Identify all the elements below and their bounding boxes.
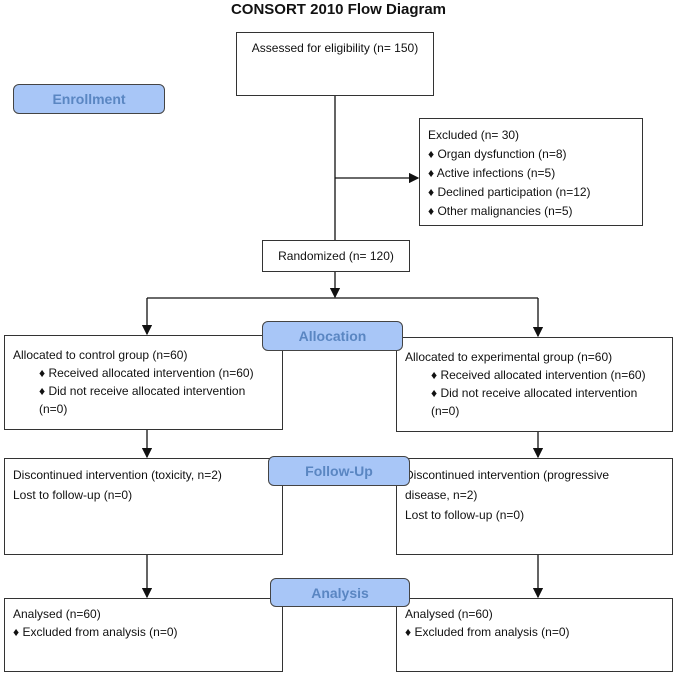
control-followup-box: Discontinued intervention (toxicity, n=2… [4,458,283,555]
stage-followup: Follow-Up [268,456,410,486]
control-allocation-item: ♦ Did not receive allocated intervention [39,384,246,398]
control-allocation-tail: (n=0) [39,402,68,416]
excluded-box: Excluded (n= 30) ♦ Organ dysfunction (n=… [419,118,643,226]
experimental-allocation-box: Allocated to experimental group (n=60) ♦… [396,337,673,432]
experimental-analysis-line: ♦ Excluded from analysis (n=0) [405,625,570,639]
control-followup-line: Discontinued intervention (toxicity, n=2… [13,468,222,482]
experimental-allocation-item: ♦ Received allocated intervention (n=60) [431,368,646,382]
control-allocation-item: ♦ Received allocated intervention (n=60) [39,366,254,380]
experimental-followup-line: Lost to follow-up (n=0) [405,508,525,522]
control-analysis-box: Analysed (n=60) ♦ Excluded from analysis… [4,598,283,672]
stage-allocation: Allocation [262,321,403,351]
assessed-text: Assessed for eligibility (n= 150) [251,41,419,55]
excluded-heading: Excluded (n= 30) [428,128,520,142]
experimental-followup-box: Discontinued intervention (progressive d… [396,458,673,555]
experimental-allocation-heading: Allocated to experimental group (n=60) [405,350,613,364]
control-allocation-box: Allocated to control group (n=60) ♦ Rece… [4,335,283,430]
control-analysis-line: ♦ Excluded from analysis (n=0) [13,625,178,639]
experimental-allocation-tail: (n=0) [431,404,460,418]
excluded-item: ♦ Other malignancies (n=5) [428,204,573,218]
control-analysis-line: Analysed (n=60) [13,607,101,621]
experimental-allocation-item: ♦ Did not receive allocated intervention [431,386,638,400]
excluded-item: ♦ Declined participation (n=12) [428,185,591,199]
control-allocation-heading: Allocated to control group (n=60) [13,348,188,362]
excluded-item: ♦ Active infections (n=5) [428,166,556,180]
control-followup-line: Lost to follow-up (n=0) [13,488,133,502]
randomized-text: Randomized (n= 120) [278,249,394,263]
experimental-analysis-line: Analysed (n=60) [405,607,493,621]
experimental-followup-line: Discontinued intervention (progressive d… [405,468,610,502]
excluded-item: ♦ Organ dysfunction (n=8) [428,147,567,161]
randomized-box: Randomized (n= 120) [262,240,410,272]
diagram-title: CONSORT 2010 Flow Diagram [230,1,447,18]
experimental-analysis-box: Analysed (n=60) ♦ Excluded from analysis… [396,598,673,672]
stage-analysis: Analysis [270,578,410,607]
stage-enrollment: Enrollment [13,84,165,114]
assessed-box: Assessed for eligibility (n= 150) [236,32,434,96]
